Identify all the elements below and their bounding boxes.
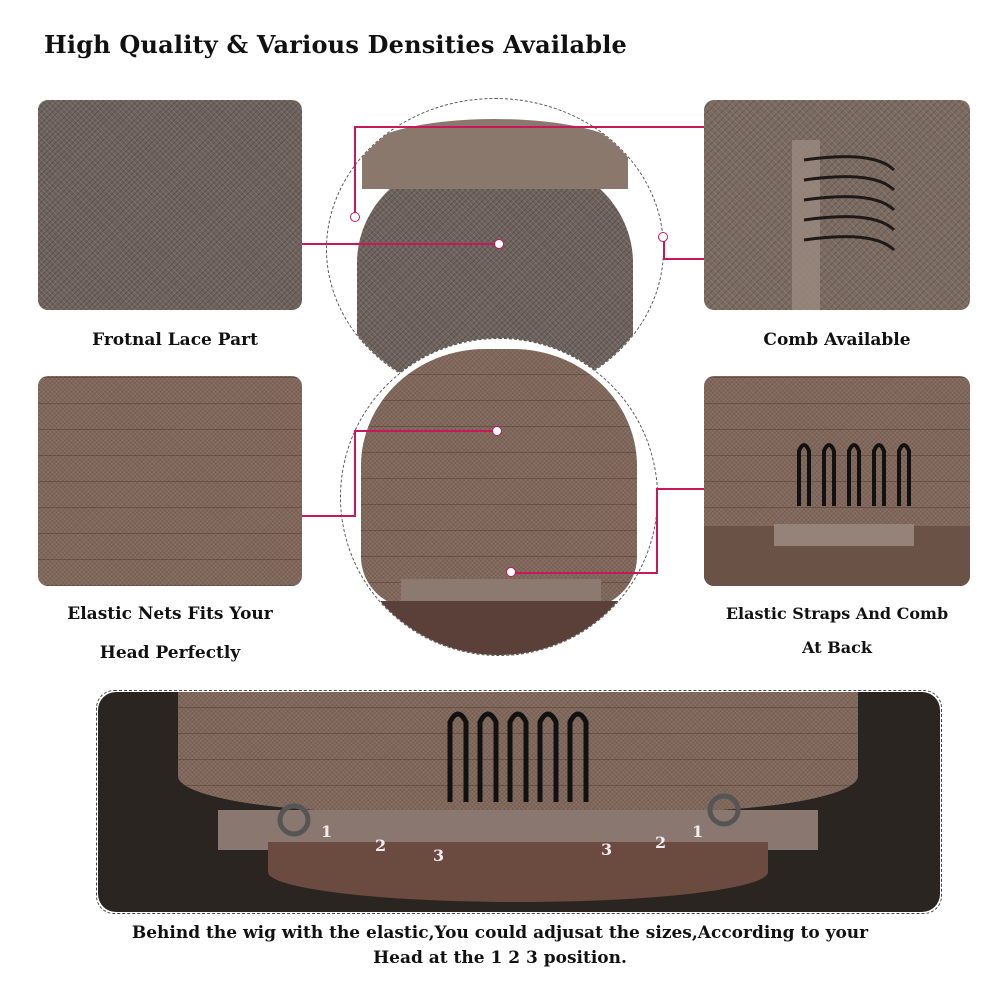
marker-dot <box>494 239 504 249</box>
straps-photo <box>704 376 970 586</box>
position-label: 2 <box>375 836 387 855</box>
comb-icon <box>792 140 896 310</box>
straps-caption-line1: Elastic Straps And Comb <box>725 604 949 623</box>
bottom-photo-frame <box>96 690 942 914</box>
connector-straps-bottom <box>512 572 658 574</box>
marker-dot <box>506 567 516 577</box>
elastic-nets-caption-line1: Elastic Nets Fits Your <box>67 604 273 624</box>
comb-photo <box>704 100 970 310</box>
position-label: 2 <box>655 833 667 852</box>
position-label: 1 <box>692 822 704 841</box>
connector-elastic-nets <box>302 515 356 517</box>
connector-front-lace <box>302 243 498 245</box>
connector-comb-right-vertical <box>663 238 665 260</box>
connector-straps-vertical <box>656 488 658 574</box>
connector-elastic-nets-vertical <box>354 430 356 517</box>
connector-comb-right <box>663 258 704 260</box>
position-label: 1 <box>321 822 333 841</box>
front-lace-caption: Frotnal Lace Part <box>92 330 258 350</box>
page-title: High Quality & Various Densities Availab… <box>44 30 627 59</box>
comb-icon <box>277 711 741 837</box>
comb-caption: Comb Available <box>763 330 911 350</box>
front-lace-photo <box>38 100 302 310</box>
connector-comb-vertical <box>354 126 356 216</box>
marker-dot <box>492 426 502 436</box>
elastic-nets-photo <box>38 376 302 586</box>
connector-comb-top <box>354 126 704 128</box>
position-label: 3 <box>433 846 445 865</box>
bottom-caption-line2: Head at the 1 2 3 position. <box>373 948 627 968</box>
connector-elastic-nets-top <box>354 430 496 432</box>
straps-comb-icon <box>704 443 970 586</box>
connector-straps <box>656 488 704 490</box>
position-label: 3 <box>601 840 613 859</box>
straps-caption-line2: At Back <box>802 638 872 657</box>
elastic-nets-caption-line2: Head Perfectly <box>99 643 241 663</box>
bottom-caption-line1: Behind the wig with the elastic,You coul… <box>131 923 869 943</box>
wig-back-circle <box>340 338 658 656</box>
marker-dot <box>658 232 668 242</box>
bottom-photo <box>98 692 940 912</box>
marker-dot <box>350 212 360 222</box>
